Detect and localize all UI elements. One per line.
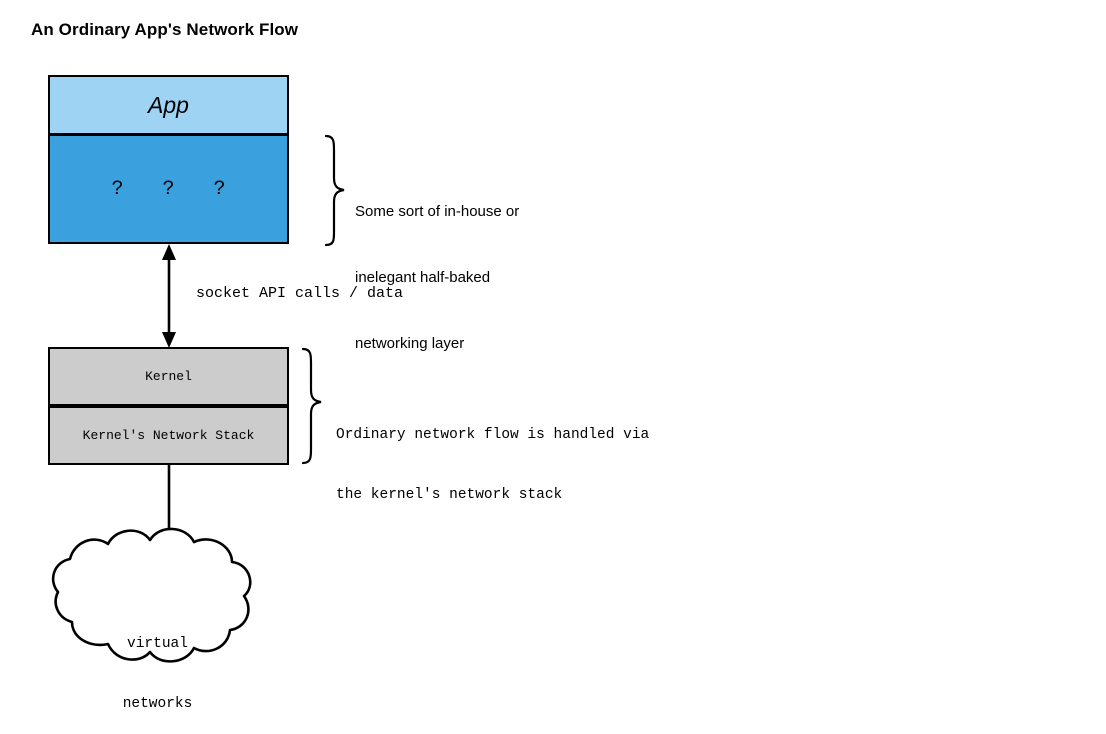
node-kernel-network-stack: Kernel's Network Stack [48,406,289,465]
page-title: An Ordinary App's Network Flow [31,20,299,39]
node-kernel: Kernel [48,347,289,406]
brace-app-annotation [324,134,345,247]
node-cloud-label-line1: virtual [127,636,188,652]
node-unknown-layer: ? ? ? [48,134,289,244]
annotation-app-brace: Some sort of in-house or inelegant half-… [355,157,519,377]
node-app-label: App [148,91,189,118]
node-cloud-label-line2: networks [122,696,193,712]
node-kernel-network-stack-label: Kernel's Network Stack [82,428,255,443]
edge-kernel-to-cloud-arrow [160,465,178,560]
annotation-kernel-brace: Ordinary network flow is handled via the… [336,385,649,525]
annotation-app-brace-line3: networking layer [355,335,465,352]
node-unknown-layer-label: ? ? ? [111,177,231,201]
brace-kernel-annotation [301,347,322,465]
edge-app-to-kernel-label: socket API calls / data [196,285,404,302]
annotation-kernel-brace-line2: the kernel's network stack [336,487,563,503]
edge-app-to-kernel-arrow [162,244,176,348]
node-kernel-label: Kernel [145,369,192,384]
annotation-kernel-brace-line1: Ordinary network flow is handled via [336,427,650,443]
annotation-app-brace-line2: inelegant half-baked [355,269,491,286]
node-cloud-label: virtual networks [67,594,248,734]
annotation-app-brace-line1: Some sort of in-house or [355,203,520,220]
node-app: App [48,75,289,135]
